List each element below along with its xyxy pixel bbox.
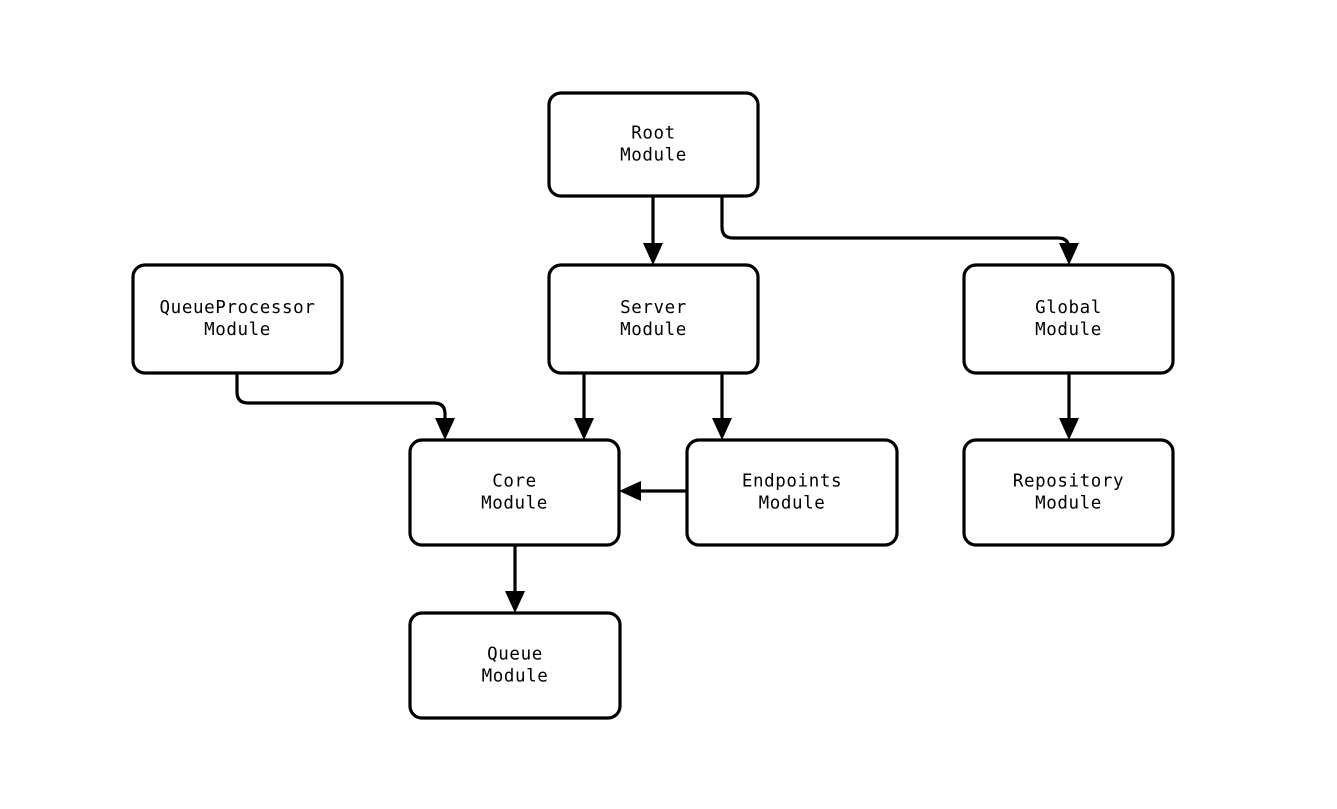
edge-root-to-server <box>643 196 663 265</box>
node-label-line1: Core <box>492 472 537 492</box>
edge-endpoints-to-core <box>619 481 687 501</box>
node-shape[interactable] <box>962 263 1175 375</box>
edge-line <box>235 373 447 428</box>
node-label-line2: Module <box>1035 320 1102 340</box>
node-label-line2: Module <box>481 494 548 514</box>
node-label-line1: Global <box>1035 298 1102 318</box>
node-shape[interactable] <box>547 91 760 198</box>
node-shape[interactable] <box>547 263 760 375</box>
node-shape[interactable] <box>408 438 621 547</box>
edge-root-to-global <box>720 196 1079 265</box>
arrowhead-icon <box>435 418 455 440</box>
arrowhead-icon <box>1059 418 1079 440</box>
node-shape[interactable] <box>408 611 622 720</box>
arrowhead-icon <box>574 418 594 440</box>
node-label-line2: Module <box>620 146 687 166</box>
node-label-line1: Server <box>620 298 687 318</box>
edges-layer <box>235 196 1079 613</box>
arrowhead-icon <box>1059 243 1079 265</box>
edge-queueprocessor-to-core <box>235 373 455 440</box>
node-label-line1: QueueProcessor <box>160 298 316 318</box>
edge-core-to-queue <box>505 545 525 613</box>
arrowhead-icon <box>619 481 641 501</box>
arrowhead-icon <box>712 418 732 440</box>
node-label-line2: Module <box>759 494 826 514</box>
node-label-line2: Module <box>620 320 687 340</box>
node-label-line1: Repository <box>1013 472 1124 492</box>
edge-global-to-repository <box>1059 373 1079 440</box>
node-label-line1: Queue <box>487 645 543 665</box>
node-label-line2: Module <box>1035 494 1102 514</box>
arrowhead-icon <box>643 243 663 265</box>
edge-line <box>720 196 1071 253</box>
node-label-line1: Endpoints <box>742 472 842 492</box>
node-label-line1: Root <box>631 124 676 144</box>
node-shape[interactable] <box>685 438 899 547</box>
arrowhead-icon <box>505 591 525 613</box>
node-shape[interactable] <box>131 263 344 375</box>
node-shape[interactable] <box>962 438 1175 547</box>
edge-server-to-endpoints <box>712 373 732 440</box>
edge-server-to-core <box>574 373 594 440</box>
node-label-line2: Module <box>482 667 549 687</box>
node-label-line2: Module <box>204 320 271 340</box>
